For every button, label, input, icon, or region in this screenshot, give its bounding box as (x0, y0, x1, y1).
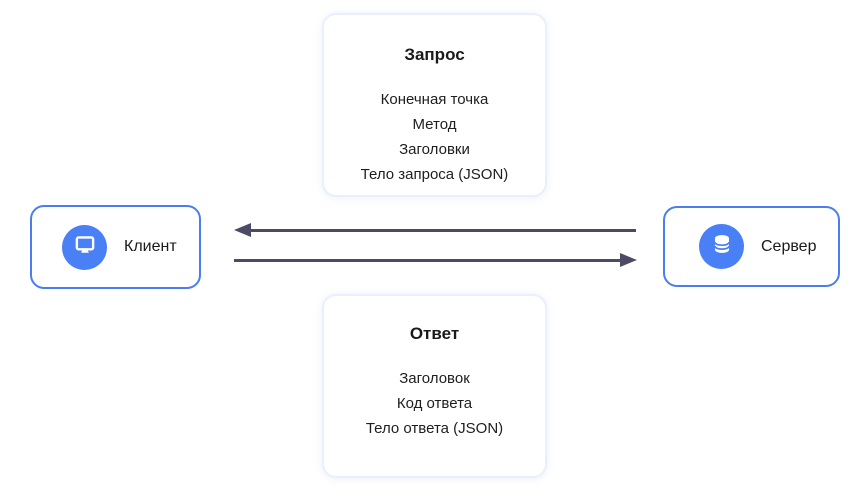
monitor-icon (72, 232, 98, 263)
arrow-client-to-server-line (234, 259, 621, 262)
client-node-label: Клиент (124, 238, 177, 255)
response-item-body: Тело ответа (JSON) (365, 420, 504, 437)
request-item-headers: Заголовки (399, 141, 470, 158)
arrow-left-head-icon (234, 223, 251, 237)
arrow-server-to-client-line (249, 229, 636, 232)
arrow-right-head-icon (620, 253, 637, 267)
response-item-code: Код ответа (396, 395, 473, 412)
server-node-label: Сервер (761, 237, 817, 255)
server-icon-circle (699, 224, 744, 269)
client-node: Клиент (30, 205, 201, 289)
server-node: Сервер (663, 206, 840, 287)
request-card-title: Запрос (404, 45, 465, 64)
request-item-body: Тело запроса (JSON) (360, 166, 509, 183)
response-card: Ответ Заголовок Код ответа Тело ответа (… (322, 294, 547, 478)
request-card: Запрос Конечная точка Метод Заголовки Те… (322, 13, 547, 197)
response-item-header: Заголовок (399, 370, 470, 387)
client-icon-circle (62, 224, 107, 270)
database-icon (709, 231, 735, 262)
response-card-title: Ответ (409, 324, 460, 343)
request-item-endpoint: Конечная точка (380, 91, 489, 108)
request-item-method: Метод (412, 116, 457, 133)
